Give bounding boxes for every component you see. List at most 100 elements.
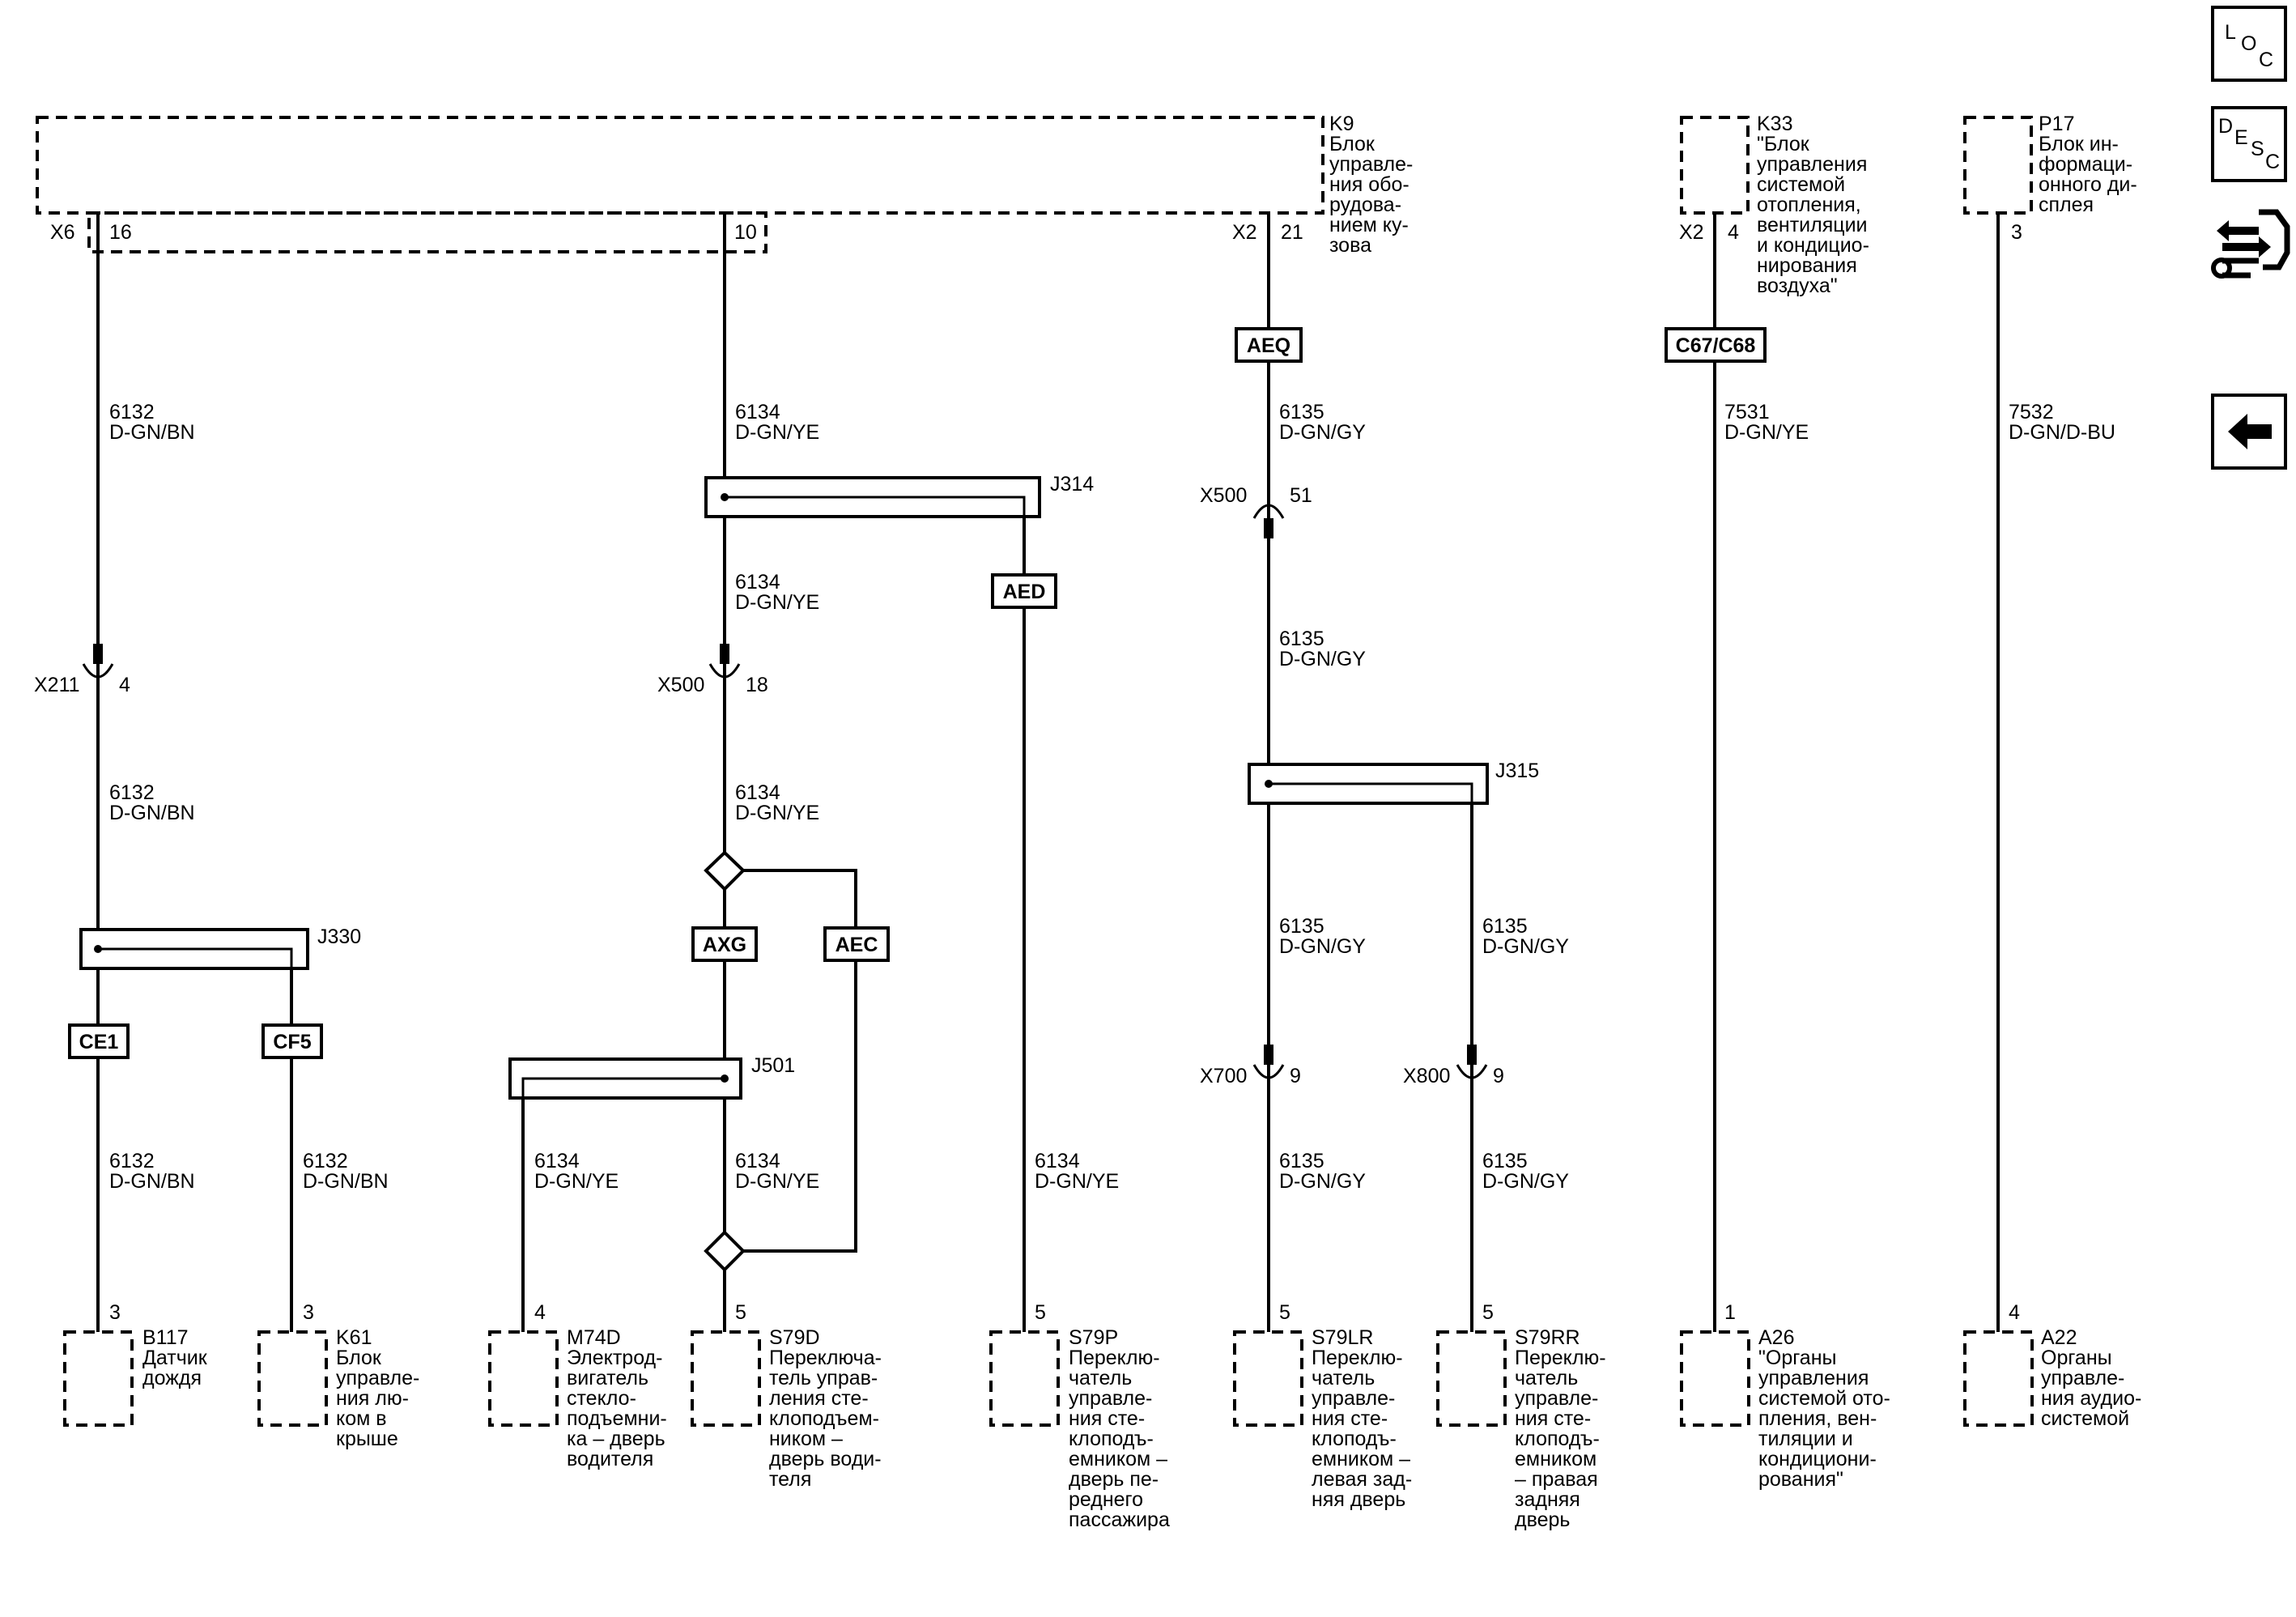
loc-letter-o: O xyxy=(2241,32,2256,55)
connector-x500-18-label: X500 xyxy=(657,674,704,696)
tag-aed xyxy=(991,573,1057,609)
module-k9-label: K9 Блок управле- ния обо- рудова- нием к… xyxy=(1329,113,1418,257)
module-k33-outline xyxy=(1680,116,1750,215)
component-a22-label: A22 Органы управле- ния аудио- системой xyxy=(2041,1326,2147,1430)
connector-x800-label: X800 xyxy=(1403,1065,1450,1087)
component-s79rr-pin: 5 xyxy=(1482,1301,1494,1324)
component-s79lr-pin: 5 xyxy=(1279,1301,1290,1324)
module-p17-label: P17 Блок ин- формаци- онного ди- сплея xyxy=(2039,113,2143,216)
desc-letter-e: E xyxy=(2234,126,2248,149)
tag-aed-text: AED xyxy=(1003,581,1046,603)
loc-button[interactable]: L O C xyxy=(2211,6,2287,82)
component-a26-label: A26 "Органы управления системой ото- пле… xyxy=(1758,1326,1896,1491)
tag-c67-c68-text: C67/C68 xyxy=(1676,334,1756,357)
connector-x500-51-label: X500 xyxy=(1200,484,1247,507)
component-s79p-label: S79P Переклю- чатель управле- ния сте- к… xyxy=(1069,1326,1173,1531)
component-b117-label: B117 Датчик дождя xyxy=(142,1326,213,1389)
component-m74d-pin: 4 xyxy=(534,1301,546,1324)
component-b117-pin: 3 xyxy=(109,1301,121,1324)
component-s79p-pin: 5 xyxy=(1035,1301,1046,1324)
tag-ce1 xyxy=(68,1023,130,1059)
connector-x2-k33-pin: 4 xyxy=(1728,221,1739,244)
module-k33-label: K33 "Блок управления системой отопления,… xyxy=(1757,113,1875,297)
tag-aec xyxy=(823,926,890,962)
loc-letter-c: C xyxy=(2259,49,2273,71)
component-a26-pin: 1 xyxy=(1724,1301,1736,1324)
connector-x211-label: X211 xyxy=(34,674,80,696)
back-button[interactable] xyxy=(2211,394,2287,470)
connector-x2-k9-label: X2 xyxy=(1232,221,1257,244)
connector-x700 xyxy=(1252,1045,1285,1079)
component-s79lr-outline xyxy=(1233,1330,1303,1427)
splice-j314-label: J314 xyxy=(1050,473,1094,496)
wire-6134-bypass xyxy=(725,869,857,1253)
connector-x500-18-pin: 18 xyxy=(746,674,768,696)
component-m74d-outline xyxy=(488,1330,559,1427)
connector-x2-k9-pin: 21 xyxy=(1281,221,1303,244)
component-k61-outline xyxy=(257,1330,328,1427)
connector-x6-pin-10: 10 xyxy=(734,221,757,244)
desc-button[interactable]: D E S C xyxy=(2211,106,2287,182)
component-s79d-label: S79D Переключа- тель управ- ления сте- к… xyxy=(769,1326,887,1491)
splice-j315-label: J315 xyxy=(1495,760,1539,782)
component-k61-pin: 3 xyxy=(303,1301,314,1324)
connector-x6-outline xyxy=(87,211,767,253)
tag-aeq-text: AEQ xyxy=(1247,334,1290,357)
connector-x500-18 xyxy=(708,644,741,679)
connector-x800-pin: 9 xyxy=(1493,1065,1504,1087)
loc-letter-l: L xyxy=(2225,21,2236,44)
junction-diamond-bottom xyxy=(704,1230,746,1272)
component-a22-pin: 4 xyxy=(2009,1301,2020,1324)
component-s79d-outline xyxy=(691,1330,761,1427)
left-arrow-icon xyxy=(2228,414,2272,449)
connector-tool-icon[interactable] xyxy=(2211,209,2290,279)
tag-cf5 xyxy=(261,1023,323,1059)
module-k9-outline xyxy=(36,116,1324,215)
desc-letter-d: D xyxy=(2218,115,2233,138)
connector-x211 xyxy=(82,644,114,679)
component-s79lr-label: S79LR Переклю- чатель управле- ния сте- … xyxy=(1312,1326,1418,1511)
junction-diamond-top xyxy=(704,850,746,891)
module-p17-pin: 3 xyxy=(2011,221,2022,244)
tag-axg xyxy=(691,926,758,962)
component-s79p-outline xyxy=(989,1330,1060,1427)
tag-ce1-text: CE1 xyxy=(79,1031,119,1053)
splice-j501-label: J501 xyxy=(751,1054,795,1077)
connector-x700-label: X700 xyxy=(1200,1065,1247,1087)
connector-x6-pin-16: 16 xyxy=(109,221,132,244)
tag-axg-text: AXG xyxy=(703,934,746,956)
connector-x2-k33-label: X2 xyxy=(1679,221,1704,244)
tag-aec-text: AEC xyxy=(835,934,878,956)
connector-x500-51-pin: 51 xyxy=(1290,484,1312,507)
connector-x500-51 xyxy=(1252,504,1285,538)
component-s79rr-outline xyxy=(1436,1330,1507,1427)
component-s79rr-label: S79RR Переклю- чатель управле- ния сте- … xyxy=(1515,1326,1612,1531)
tag-c67-c68 xyxy=(1665,327,1767,363)
tag-cf5-text: CF5 xyxy=(273,1031,311,1053)
desc-letter-s: S xyxy=(2251,138,2264,160)
connector-x6-label: X6 xyxy=(50,221,75,244)
component-k61-label: K61 Блок управле- ния лю- ком в крыше xyxy=(336,1326,425,1450)
component-a22-outline xyxy=(1963,1330,2034,1427)
component-b117-outline xyxy=(63,1330,134,1427)
module-p17-outline xyxy=(1963,116,2033,215)
splice-j330-label: J330 xyxy=(317,926,361,948)
